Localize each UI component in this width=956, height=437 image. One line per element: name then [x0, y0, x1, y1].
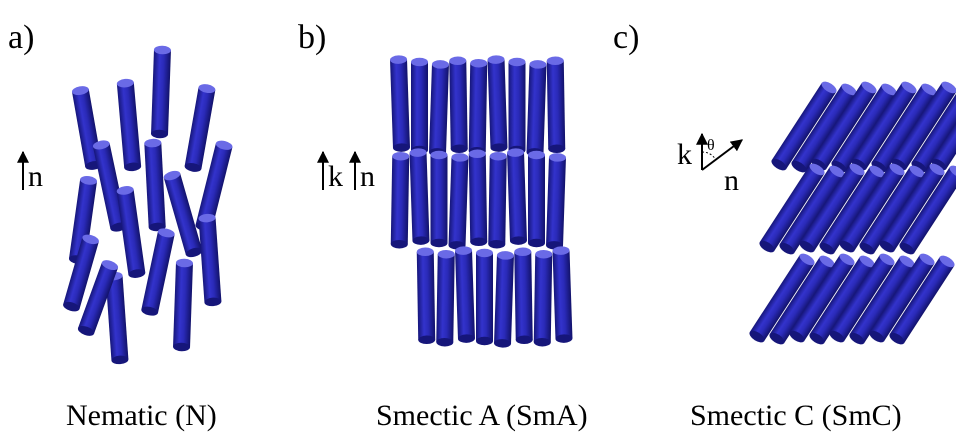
layer-normal-label-k: k: [328, 160, 343, 193]
rod: [429, 60, 449, 157]
panel-label-c: c): [613, 19, 639, 56]
tilt-angle-label: θ: [707, 137, 715, 154]
layer-normal-vector-b: k: [323, 152, 343, 193]
rod: [552, 246, 572, 343]
rod: [116, 185, 146, 279]
rod: [509, 58, 526, 155]
rod: [140, 227, 175, 317]
rod: [476, 249, 493, 346]
caption-nematic: Nematic (N): [66, 399, 217, 432]
rod: [417, 247, 436, 344]
layer-normal-vector-c: k: [677, 134, 702, 171]
rod: [487, 55, 507, 152]
panel-label-b: b): [298, 19, 326, 56]
rod: [514, 247, 533, 344]
rod: [494, 251, 514, 348]
rod: [469, 59, 488, 156]
rod: [436, 250, 455, 347]
rod: [455, 246, 475, 343]
rod: [449, 56, 468, 153]
rod: [409, 148, 429, 245]
rod: [390, 55, 410, 152]
rod: [198, 213, 221, 306]
panel-label-a: a): [8, 19, 34, 56]
rod: [547, 56, 566, 153]
caption-smectic-c: Smectic C (SmC): [690, 399, 902, 432]
rod: [507, 148, 527, 245]
layer-normal-label-k: k: [677, 138, 692, 171]
rod: [184, 83, 216, 173]
rod: [469, 149, 488, 246]
rod: [173, 258, 193, 351]
smectic-c-rods: [748, 79, 956, 347]
rod: [411, 58, 428, 155]
nematic-rods: [62, 45, 233, 364]
caption-smectic-a: Smectic A (SmA): [376, 399, 588, 432]
rod: [431, 151, 448, 248]
director-vector-b: n: [355, 152, 375, 193]
rod: [488, 152, 507, 249]
rod: [117, 78, 142, 172]
rod: [391, 152, 410, 249]
director-vector-a: n: [23, 152, 43, 193]
rod: [528, 151, 545, 248]
director-label-n: n: [360, 160, 375, 193]
rod: [546, 153, 566, 250]
director-label-n: n: [724, 164, 739, 197]
rod: [526, 60, 546, 157]
rod: [151, 45, 171, 138]
rod: [144, 138, 166, 231]
rod: [534, 250, 553, 347]
director-label-n: n: [28, 160, 43, 193]
smectic-a-rods: [390, 55, 573, 348]
rod: [448, 153, 468, 250]
director-vector-c: θ n: [702, 137, 742, 197]
